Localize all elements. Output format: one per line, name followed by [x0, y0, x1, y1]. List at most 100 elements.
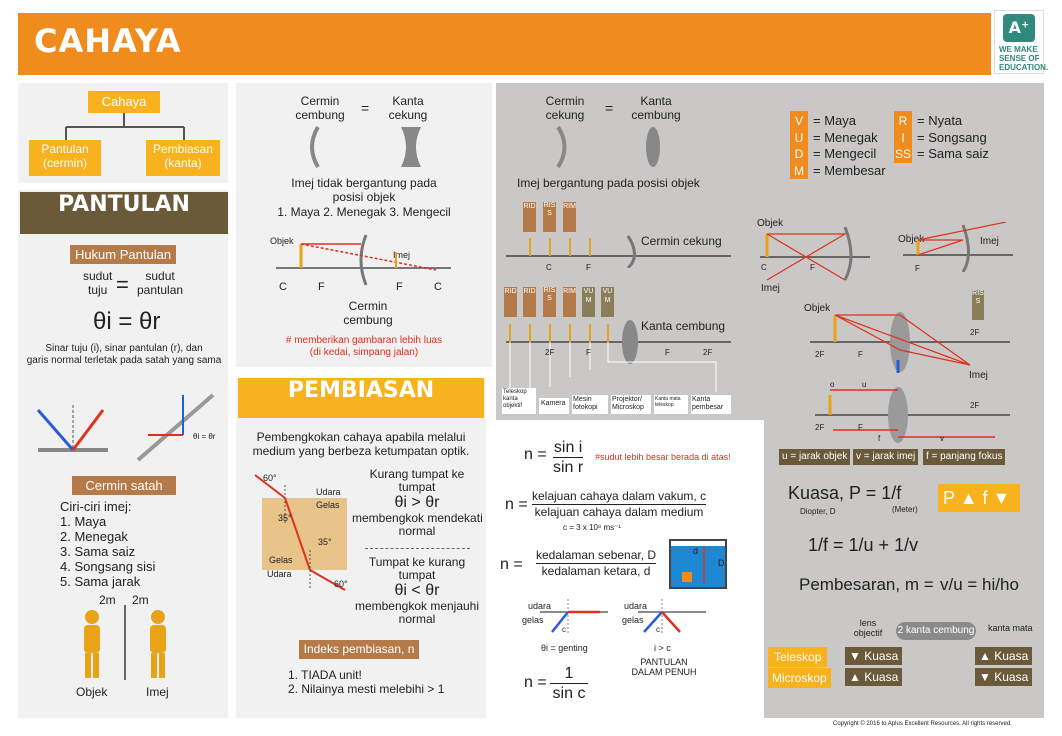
crit-ic: i > c [654, 643, 671, 653]
uvf-u: u = jarak objek [779, 449, 851, 465]
axis-f1: F [318, 281, 325, 293]
diag4-v: v [940, 434, 944, 443]
hukum-pantulan-label: Hukum Pantulan [70, 245, 176, 264]
ref-udara-top: Udara [316, 487, 341, 497]
ray-diagram-3 [810, 312, 1010, 373]
ciri-item: 5. Sama jarak [60, 574, 141, 589]
crit-gelas-2: gelas [622, 615, 644, 625]
diag4-f2: f [878, 434, 881, 443]
refraction-diagram [254, 474, 347, 591]
axis-c2: C [434, 281, 442, 293]
ray-diagram-2 [903, 222, 1013, 272]
ref-gelas-top: Gelas [316, 500, 340, 510]
use-pembesar: Kanta pembesar [691, 395, 731, 414]
axis-f: F [586, 263, 591, 272]
kuasa-pf-box: P ▲ f ▼ [938, 484, 1020, 512]
diag1-objek: Objek [757, 218, 784, 229]
indeks-1: 1. TIADA unit! [288, 668, 362, 682]
diag4-u: u [862, 380, 867, 389]
copyright: Copyright © 2016 to Aplus Excellent Reso… [833, 721, 1012, 727]
tag-riss-right: RISS [972, 290, 984, 320]
diag4-o: o [830, 380, 835, 389]
kanta-mata: kanta mata [988, 623, 1033, 633]
kuasa-diopter: Diopter, D [800, 507, 836, 516]
diag3-2f-1: 2F [815, 350, 825, 359]
cermin-cekung-title: Cermin cekung [545, 94, 585, 122]
diag3-imej: Imej [969, 370, 988, 381]
legend-riss [894, 111, 912, 163]
n-eq-4: n = [524, 674, 547, 691]
tag-rid-2a: RID [504, 287, 517, 317]
cembung-imej: Imej [393, 250, 411, 260]
axis-c1: C [279, 281, 287, 293]
diag4-2f-1: 2F [815, 423, 825, 432]
legend-vudm [790, 111, 808, 179]
axis2-f-1: F [586, 348, 591, 357]
crit-c-2: c [656, 625, 660, 634]
crit-gelas: gelas [522, 615, 544, 625]
kuasa-down-1: ▼ Kuasa [845, 647, 903, 665]
kuasa-eq: Kuasa, P = 1/f [788, 483, 902, 503]
n-eq-1: n = [524, 446, 547, 463]
n-eq-3: n = [500, 556, 523, 573]
header-bar [18, 13, 991, 75]
cermin-cekung-label: Cermin cekung [641, 234, 722, 248]
kanta-cembung-label: Kanta cembung [641, 319, 726, 333]
lens-eq: 1/f = 1/u + 1/v [808, 535, 919, 555]
ciri-item: 2. Menegak [60, 529, 128, 544]
beaker-d: d [693, 546, 699, 556]
cembung-list: 1. Maya 2. Menegak 3. Mengecil [277, 205, 451, 219]
axis2-2f-2: 2F [703, 348, 713, 357]
cekung-shapes [556, 125, 660, 169]
crit-udara: udara [528, 601, 552, 611]
cekung-axis-1 [506, 235, 731, 268]
dist-left: 2m [99, 593, 116, 607]
page-title: CAHAYA [34, 22, 182, 60]
cembung-note: # memberikan gambaran lebih luas(di keda… [285, 335, 443, 358]
critical-angle-diagram-1 [540, 599, 608, 635]
indeks-label: Indeks pembiasan, n [299, 640, 419, 659]
tag-rid: RID [523, 202, 536, 232]
use-projektor: Projektor/ Microskop [611, 395, 651, 414]
kanta-cekung-title: Kanta cekung [388, 94, 428, 122]
ray-diagram-1 [760, 226, 870, 281]
ref-35-bot: 35° [318, 537, 332, 547]
two-kanta-cembung: 2 kanta cembung [896, 622, 976, 640]
ciri-item: 1. Maya [60, 514, 107, 529]
ciri-item: 4. Songsang sisi [60, 559, 156, 574]
eq-sign: = [605, 100, 614, 116]
ref-60-bot: 60° [334, 579, 348, 589]
pembiasan-heading: PEMBIASAN [238, 378, 484, 418]
diag2-imej: Imej [980, 236, 999, 247]
mirror-objek: Objek [76, 685, 108, 699]
legend-text-vudm: = Maya= Menegak= Mengecil= Membesar [813, 113, 886, 178]
ray-diagram-4 [815, 387, 1010, 443]
dist-right: 2m [132, 593, 149, 607]
diag3-objek: Objek [804, 303, 831, 314]
tag-rim: RIM [563, 202, 576, 232]
axis-c: C [546, 263, 552, 272]
crit-udara-2: udara [624, 601, 648, 611]
tree-right: Pembiasan (kanta) [146, 140, 220, 176]
kuasa-down-2: ▼ Kuasa [975, 668, 1033, 686]
tag-riss-2: RISS [543, 287, 556, 317]
reflection-angle-label: θi = θr [193, 432, 216, 441]
ciri-title: Ciri-ciri imej: [60, 499, 132, 514]
teleskop-tag: Teleskop [768, 647, 828, 667]
mirror-people [84, 605, 166, 680]
crit-c-1: c [562, 625, 566, 634]
diag2-f: F [915, 264, 920, 273]
